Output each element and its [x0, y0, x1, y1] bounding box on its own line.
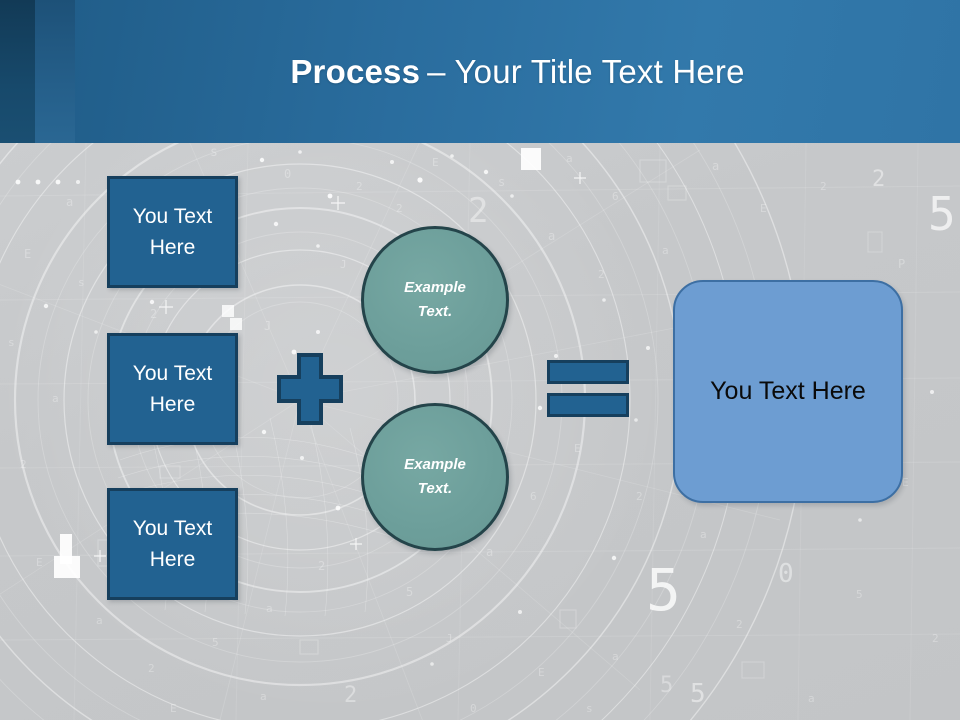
svg-text:2: 2: [150, 307, 157, 321]
svg-text:2: 2: [148, 662, 155, 675]
svg-text:s: s: [498, 175, 505, 189]
svg-text:2: 2: [736, 618, 743, 631]
equals-bar-bottom: [547, 393, 629, 417]
svg-text:6: 6: [530, 490, 537, 503]
svg-text:2: 2: [636, 490, 643, 503]
svg-text:a: a: [662, 244, 669, 257]
svg-text:5: 5: [212, 636, 219, 649]
svg-text:5: 5: [928, 187, 956, 241]
svg-text:a: a: [566, 152, 573, 165]
svg-text:s: s: [586, 702, 593, 715]
header-band-mid: [35, 0, 75, 143]
page-title-strong: Process: [290, 52, 421, 90]
svg-text:a: a: [260, 690, 267, 703]
svg-text:0: 0: [778, 559, 794, 589]
svg-text:0: 0: [470, 702, 477, 715]
slide-header: Process – Your Title Text Here: [0, 0, 960, 143]
svg-text:a: a: [52, 392, 59, 405]
svg-text:s: s: [210, 145, 218, 160]
input-box-3[interactable]: You Text Here: [107, 488, 238, 600]
svg-text:a: a: [808, 692, 815, 705]
svg-text:2: 2: [932, 632, 939, 645]
process-circle-2[interactable]: Example Text.: [361, 403, 509, 551]
svg-text:P: P: [898, 257, 905, 271]
svg-text:J: J: [340, 258, 347, 271]
input-box-1-label: You Text Here: [132, 205, 213, 259]
process-circle-1-line1: Example: [404, 279, 466, 296]
result-box-label: You Text Here: [710, 377, 866, 405]
process-circle-1-line2: Text.: [417, 303, 453, 320]
process-circle-2-line2: Text.: [417, 480, 453, 497]
svg-text:0: 0: [284, 167, 291, 181]
svg-text:5: 5: [646, 556, 681, 624]
svg-text:E: E: [36, 556, 43, 569]
equals-bar-top: [547, 360, 629, 384]
svg-text:2: 2: [20, 458, 27, 471]
svg-text:J: J: [264, 319, 271, 333]
input-box-2-label: You Text Here: [132, 362, 213, 416]
svg-text:s: s: [78, 276, 85, 289]
page-title-rest: – Your Title Text Here: [427, 52, 745, 90]
svg-text:2: 2: [344, 683, 357, 708]
input-box-3-label: You Text Here: [132, 517, 213, 571]
svg-text:a: a: [548, 229, 555, 243]
svg-text:E: E: [538, 666, 545, 679]
svg-text:a: a: [486, 545, 493, 559]
svg-text:2: 2: [468, 191, 488, 231]
svg-text:E: E: [432, 156, 439, 169]
svg-text:2: 2: [318, 559, 325, 573]
equals-icon: [547, 360, 629, 417]
svg-text:5: 5: [856, 588, 863, 601]
svg-text:2: 2: [598, 268, 605, 281]
svg-text:a: a: [266, 602, 273, 615]
svg-text:a: a: [712, 159, 719, 173]
svg-text:a: a: [96, 614, 103, 627]
plus-icon: [277, 353, 343, 425]
header-band-dark: [0, 0, 35, 143]
page-title: Process – Your Title Text Here: [75, 0, 960, 143]
svg-text:a: a: [612, 650, 619, 663]
svg-text:5: 5: [660, 673, 673, 698]
svg-text:s: s: [8, 336, 15, 349]
input-box-1[interactable]: You Text Here: [107, 176, 238, 288]
svg-text:E: E: [170, 702, 177, 715]
svg-text:J: J: [446, 632, 453, 645]
svg-text:2: 2: [356, 180, 363, 193]
process-circle-1[interactable]: Example Text.: [361, 226, 509, 374]
svg-text:2: 2: [396, 202, 403, 215]
svg-text:E: E: [574, 442, 581, 455]
svg-text:a: a: [66, 195, 73, 209]
result-box[interactable]: You Text Here: [673, 280, 903, 503]
svg-text:6: 6: [612, 190, 619, 203]
process-circle-2-line1: Example: [404, 456, 466, 473]
svg-text:5: 5: [690, 679, 706, 709]
svg-text:E: E: [760, 202, 767, 215]
svg-text:2: 2: [872, 167, 885, 192]
svg-text:2: 2: [820, 180, 827, 193]
input-box-2[interactable]: You Text Here: [107, 333, 238, 445]
svg-text:a: a: [700, 528, 707, 541]
svg-text:5: 5: [406, 585, 413, 599]
svg-text:E: E: [24, 247, 31, 261]
svg-text:E: E: [902, 476, 909, 489]
